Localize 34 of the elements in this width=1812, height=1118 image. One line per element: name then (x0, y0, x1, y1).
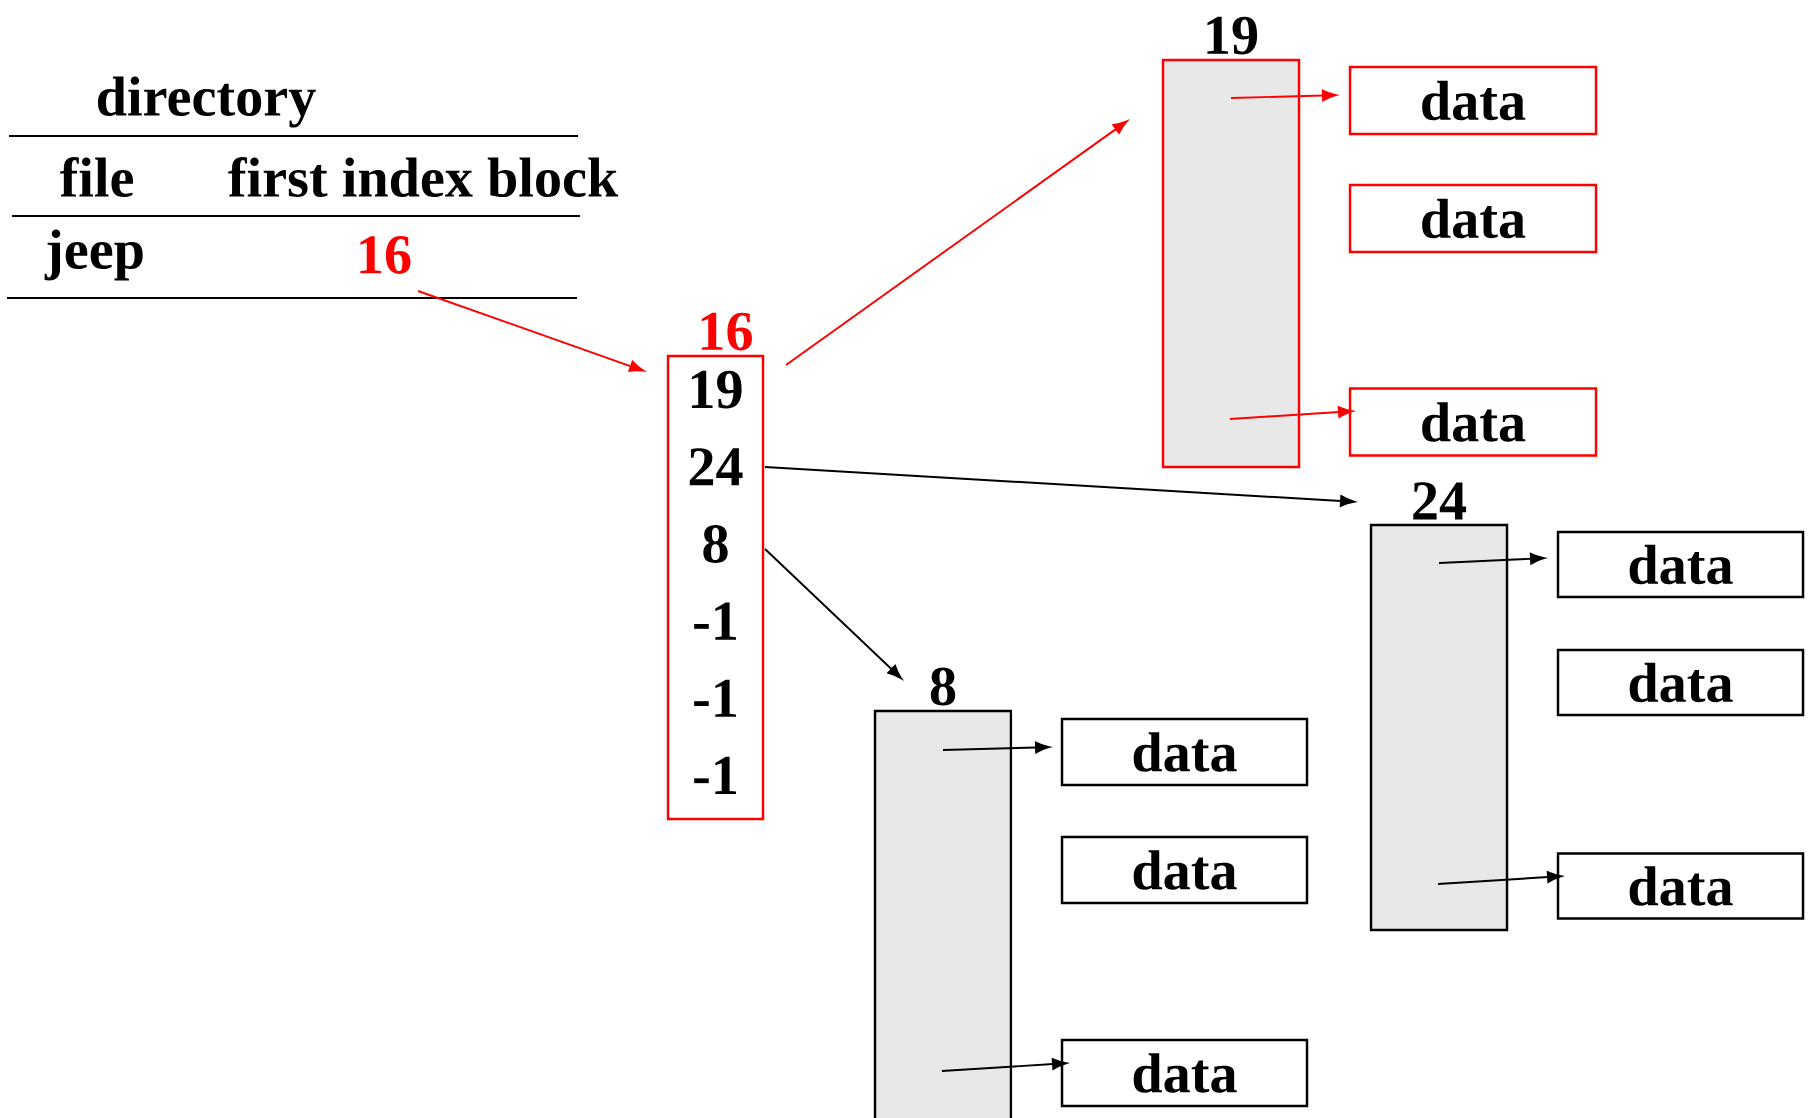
block-number: 19 (1207, 16, 1258, 55)
data-box: data (1060, 835, 1309, 905)
data-box: data (1348, 387, 1598, 457)
data-box: data (1060, 1038, 1309, 1108)
data-box: data (1556, 852, 1805, 920)
pointer-entry: 19 (691, 370, 742, 409)
block-number: 16 (701, 312, 752, 351)
data-box: data (1556, 530, 1805, 599)
pointer-entry: 24 (689, 448, 743, 486)
table-text: file (59, 156, 134, 198)
arrow (941, 1058, 1067, 1072)
data-box: data (1556, 648, 1805, 717)
pointer-entry: -1 (694, 679, 736, 717)
arrow (1437, 871, 1562, 885)
arrow (1230, 89, 1337, 102)
arrow (417, 290, 645, 372)
arrow (942, 741, 1050, 754)
data-box: data (1060, 717, 1309, 787)
index-number: 16 (360, 236, 411, 274)
table-text: directory (98, 76, 316, 128)
data-box: data (1348, 65, 1598, 136)
pointer-entry: -1 (694, 602, 736, 640)
table-text: jeep (44, 229, 143, 281)
arrow (1229, 406, 1353, 420)
pointer-entry: 8 (703, 524, 728, 563)
block-number: 24 (1413, 482, 1467, 520)
table-text: first index block (228, 156, 619, 198)
data-box: data (1348, 183, 1598, 254)
arrow (1438, 552, 1545, 565)
arrow (764, 548, 902, 680)
block-number: 8 (930, 667, 956, 706)
arrow (785, 120, 1128, 366)
pointer-entry: -1 (694, 756, 736, 794)
arrow (764, 466, 1355, 507)
